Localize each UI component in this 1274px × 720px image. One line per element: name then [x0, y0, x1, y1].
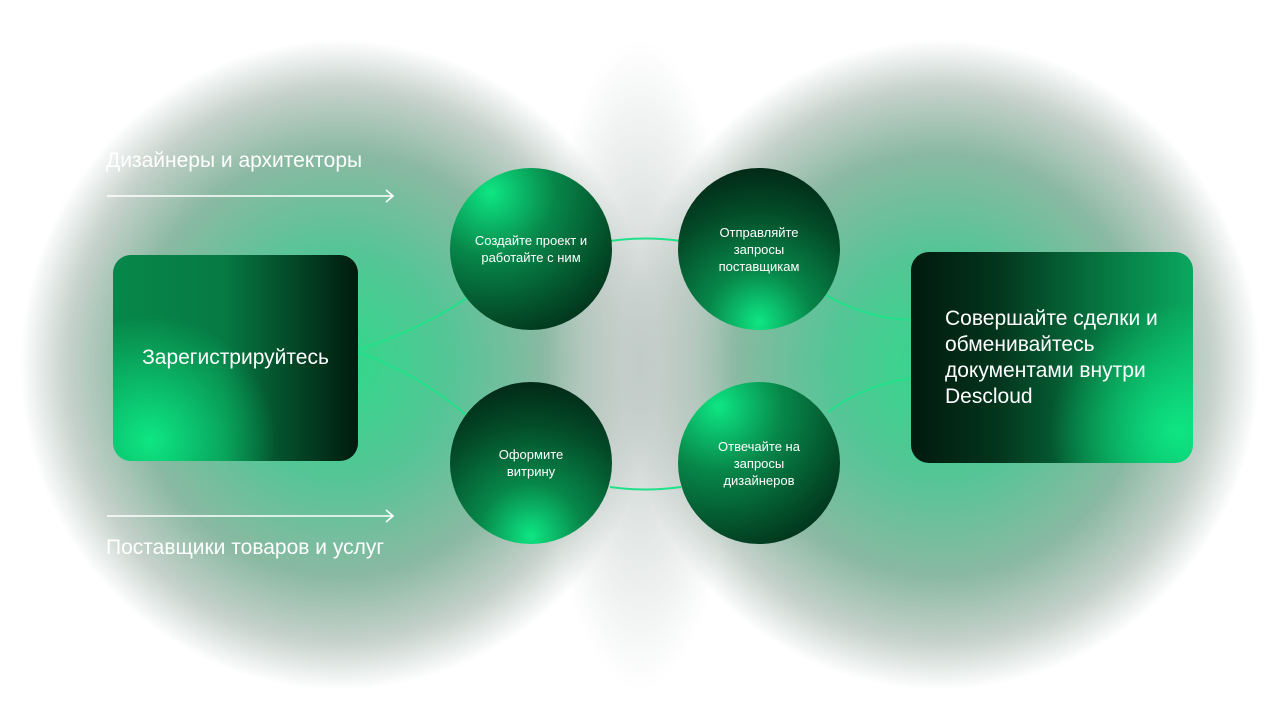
- step-create-project: Создайте проект и работайте с ним: [450, 168, 612, 330]
- register-step: Зарегистрируйтесь: [113, 255, 358, 461]
- step-storefront-text: Оформите витрину: [498, 447, 564, 479]
- connector-answer-to-deals: [827, 377, 912, 413]
- deals-step: Совершайте сделки и обменивайтесь докуме…: [911, 252, 1193, 463]
- step-answer-requests-text: Отвечайте на запросы дизайнеров: [718, 438, 800, 488]
- register-step-text: Зарегистрируйтесь: [142, 346, 329, 369]
- step-storefront: Оформите витрину: [450, 382, 612, 544]
- background-center-fade: [540, 40, 740, 690]
- connector-register-to-storefront: [357, 351, 467, 416]
- step-create-project-text: Создайте проект и работайте с ним: [474, 233, 588, 265]
- designers-label: Дизайнеры и архитекторы: [106, 149, 363, 172]
- connector-create-to-send: [609, 237, 682, 242]
- connector-storefront-to-answer: [609, 486, 682, 491]
- step-answer-requests: Отвечайте на запросы дизайнеров: [678, 382, 840, 544]
- arrow-right-icon: [107, 509, 395, 523]
- connector-send-to-deals: [825, 294, 912, 321]
- step-send-requests-text: Отправляйте запросы поставщикам: [718, 224, 800, 274]
- suppliers-label: Поставщики товаров и услуг: [106, 536, 385, 559]
- connector-register-to-create: [357, 296, 469, 351]
- deals-step-text: Совершайте сделки и обменивайтесь докуме…: [945, 306, 1158, 408]
- arrow-right-icon: [107, 189, 395, 203]
- step-send-requests: Отправляйте запросы поставщикам: [678, 168, 840, 330]
